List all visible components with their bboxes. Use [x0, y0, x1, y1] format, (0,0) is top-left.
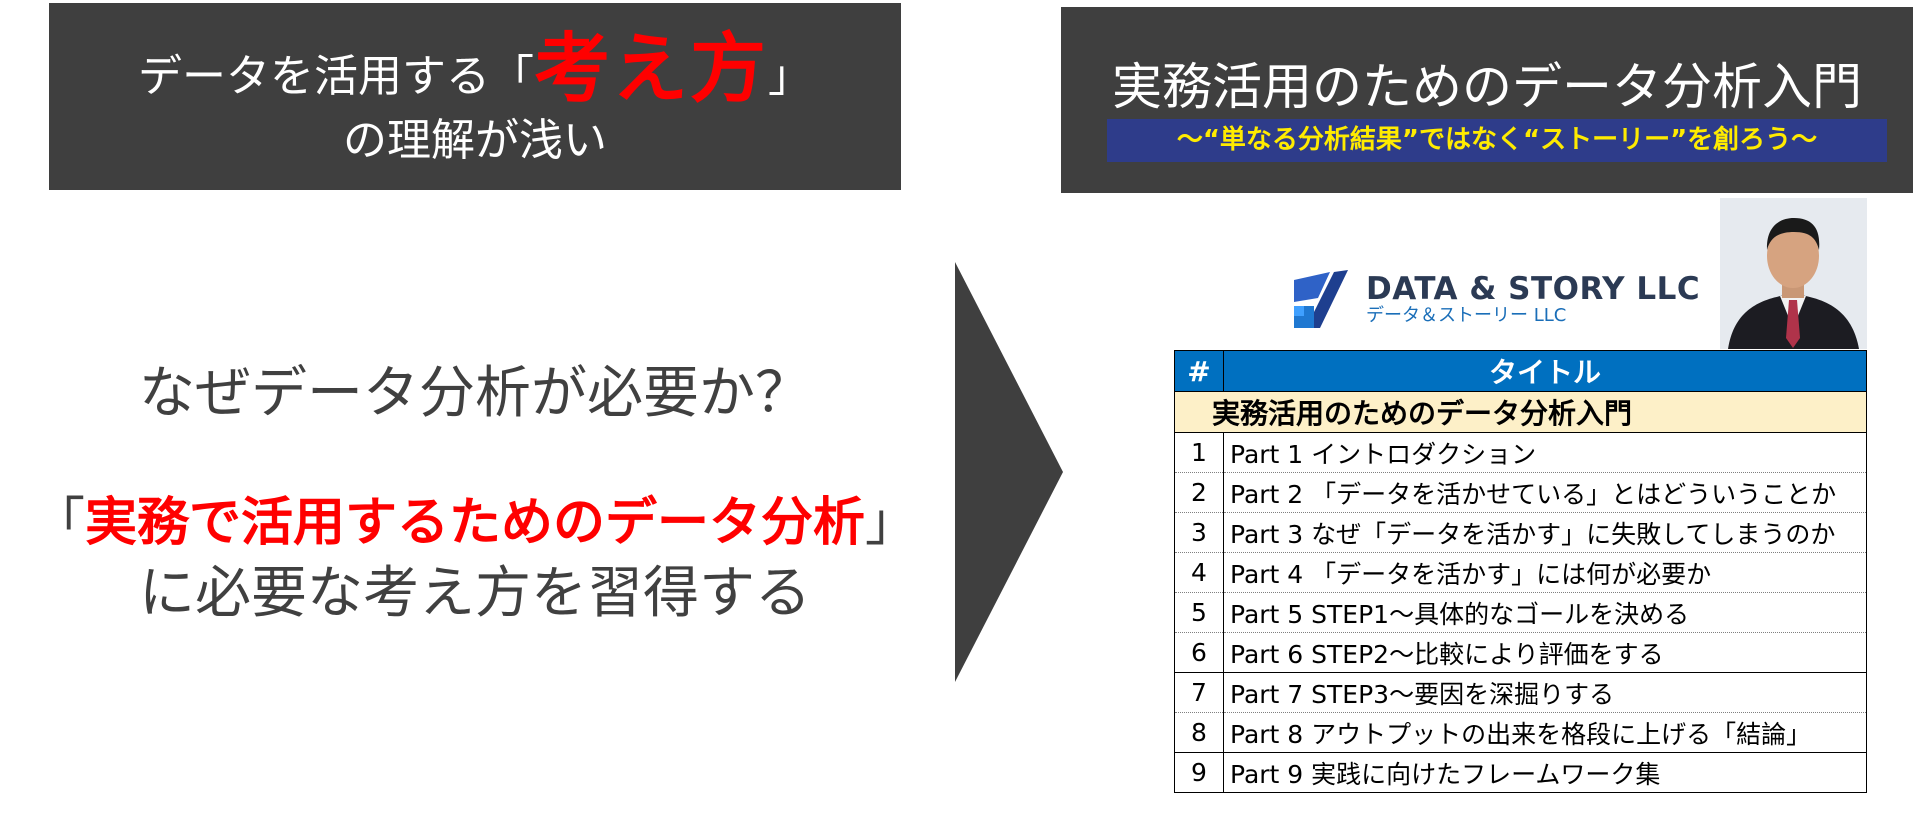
column-header-title: タイトル — [1223, 350, 1867, 392]
course-banner: 実務活用のためのデータ分析入門 ～“単なる分析結果”ではなく“ストーリー”を創ろ… — [1061, 7, 1913, 193]
goal-emphasis: 実務で活用するためのデータ分析 — [84, 493, 865, 553]
table-row: 7 Part 7 STEP3～要因を深掘りする — [1174, 672, 1867, 713]
row-title: Part 8 アウトプットの出来を格段に上げる「結論」 — [1223, 712, 1867, 753]
row-title: Part 9 実践に向けたフレームワーク集 — [1223, 752, 1867, 793]
row-number: 8 — [1174, 712, 1224, 753]
table-row: 4 Part 4 「データを活かす」には何が必要か — [1174, 552, 1867, 593]
instructor-portrait-icon — [1720, 198, 1867, 349]
logo-name-ja: データ＆ストーリー LLC — [1366, 305, 1567, 327]
table-row: 1 Part 1 イントロダクション — [1174, 432, 1867, 473]
instructor-photo — [1720, 198, 1867, 349]
row-number: 1 — [1174, 432, 1224, 473]
company-logo: DATA & STORY LLC データ＆ストーリー LLC — [1290, 268, 1700, 330]
problem-line-2: の理解が浅い — [343, 114, 607, 166]
table-row: 3 Part 3 なぜ「データを活かす」に失敗してしまうのか — [1174, 512, 1867, 553]
goal-text: 「実務で活用するためのデータ分析」 に必要な考え方を習得する — [0, 490, 950, 630]
table-row: 5 Part 5 STEP1～具体的なゴールを決める — [1174, 592, 1867, 633]
row-number: 3 — [1174, 512, 1224, 553]
row-number: 7 — [1174, 672, 1224, 713]
table-row: 8 Part 8 アウトプットの出来を格段に上げる「結論」 — [1174, 712, 1867, 753]
goal-close-bracket: 」 — [865, 493, 918, 553]
row-title: Part 1 イントロダクション — [1223, 432, 1867, 473]
chevron-right-icon — [955, 262, 1063, 682]
table-header-row: # タイトル — [1174, 350, 1867, 392]
row-number: 9 — [1174, 752, 1224, 793]
course-subtitle: ～“単なる分析結果”ではなく“ストーリー”を創ろう～ — [1107, 119, 1887, 162]
goal-line-2: に必要な考え方を習得する — [139, 560, 811, 626]
row-title: Part 4 「データを活かす」には何が必要か — [1223, 552, 1867, 593]
row-number: 5 — [1174, 592, 1224, 633]
problem-line-1-after: 」 — [768, 51, 812, 103]
goal-open-bracket: 「 — [32, 493, 85, 553]
table-row: 6 Part 6 STEP2～比較により評価をする — [1174, 632, 1867, 673]
problem-emphasis: 考え方 — [534, 24, 768, 114]
course-title-cell: 実務活用のためのデータ分析入門 — [1174, 391, 1867, 433]
row-number: 2 — [1174, 472, 1224, 513]
row-number: 4 — [1174, 552, 1224, 593]
table-row: 9 Part 9 実践に向けたフレームワーク集 — [1174, 752, 1867, 793]
problem-line-1: データを活用する「考え方」 — [138, 25, 812, 112]
row-title: Part 3 なぜ「データを活かす」に失敗してしまうのか — [1223, 512, 1867, 553]
logo-name-en: DATA & STORY LLC — [1366, 271, 1701, 308]
question-text: なぜデータ分析が必要か？ — [139, 361, 811, 426]
curriculum-table: # タイトル 実務活用のためのデータ分析入門 1 Part 1 イントロダクショ… — [1174, 350, 1867, 793]
row-title: Part 6 STEP2～比較により評価をする — [1223, 632, 1867, 673]
problem-banner: データを活用する「考え方」 の理解が浅い — [49, 3, 901, 190]
table-row: 2 Part 2 「データを活かせている」とはどういうことか — [1174, 472, 1867, 513]
column-header-number: # — [1174, 350, 1224, 392]
logo-mark-icon — [1294, 270, 1348, 328]
row-title: Part 5 STEP1～具体的なゴールを決める — [1223, 592, 1867, 633]
problem-line-1-before: データを活用する「 — [138, 51, 534, 103]
course-title-row: 実務活用のためのデータ分析入門 — [1174, 391, 1867, 433]
course-title: 実務活用のためのデータ分析入門 — [1112, 58, 1862, 116]
row-title: Part 2 「データを活かせている」とはどういうことか — [1223, 472, 1867, 513]
row-number: 6 — [1174, 632, 1224, 673]
goal-line-1: 「実務で活用するためのデータ分析」 — [0, 490, 950, 558]
row-title: Part 7 STEP3～要因を深掘りする — [1223, 672, 1867, 713]
